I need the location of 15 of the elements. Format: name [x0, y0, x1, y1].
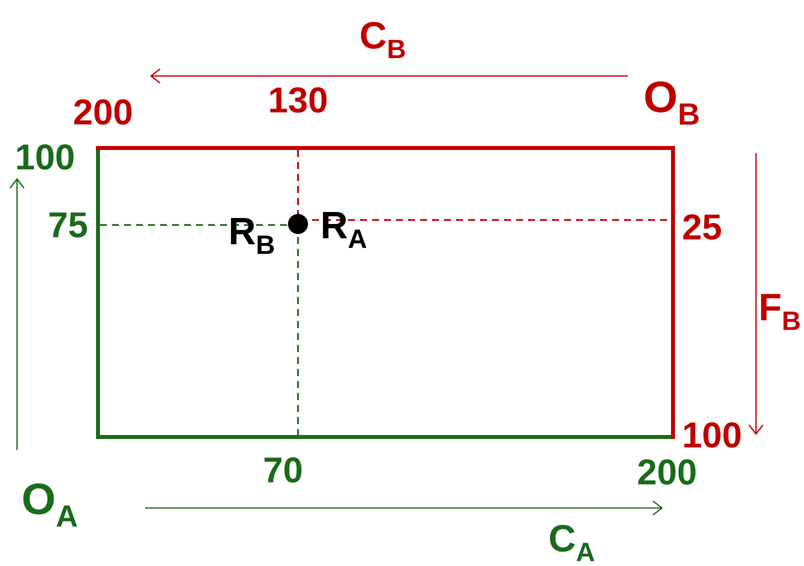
- point-label: R$_{A}$: [322, 212, 366, 248]
- tick-label: 75: [50, 212, 87, 238]
- point-label: R$_{B}$: [230, 218, 274, 254]
- axis-label: F$_{B}$: [761, 294, 800, 330]
- axis-label: C$_{A}$: [550, 524, 594, 562]
- tick-label: 200: [638, 459, 696, 485]
- tick-label: 200: [74, 99, 132, 125]
- tick-label: 25: [683, 214, 721, 240]
- axis-label: C$_{B}$: [360, 22, 405, 58]
- origin-label: O$_{B}$: [645, 81, 699, 125]
- tick-label: 70: [264, 457, 302, 483]
- tick-label: 130: [270, 87, 327, 113]
- origin-label: O$_{A}$: [23, 483, 78, 527]
- tick-label: 100: [684, 422, 741, 448]
- tick-label: 100: [17, 144, 74, 170]
